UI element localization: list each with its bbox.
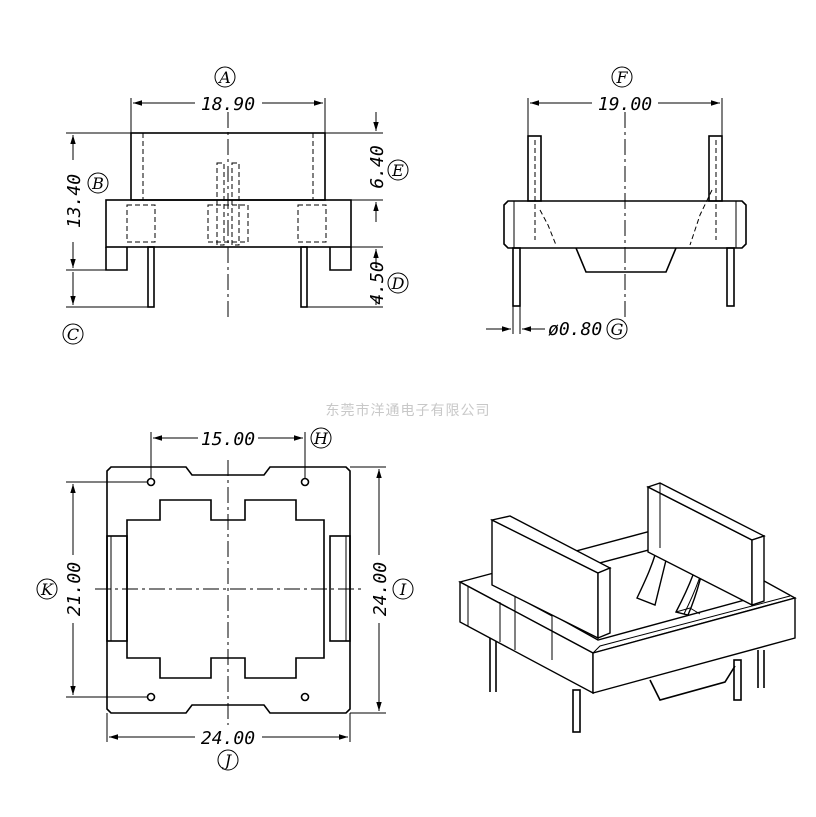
label-d: D: [391, 274, 405, 293]
bottom-view: 15.00 H 21.00 K 24.00 I 24.00 J: [36, 427, 414, 771]
dim-b-value: 13.40: [64, 174, 85, 228]
label-e: E: [391, 161, 404, 180]
label-b: B: [91, 174, 104, 193]
dim-a-value: 18.90: [201, 94, 255, 115]
front-view: 18.90 A 13.40 B C 6.40 E 4.50 D: [62, 66, 409, 345]
dim-g-value: ø0.80: [548, 319, 602, 340]
dim-j-value: 24.00: [201, 728, 255, 749]
company-watermark: 东莞市洋通电子有限公司: [326, 402, 491, 419]
label-f: F: [615, 68, 628, 87]
label-a: A: [217, 68, 231, 87]
label-h: H: [313, 429, 329, 448]
dim-i-value: 24.00: [370, 562, 391, 616]
label-i: I: [399, 580, 407, 599]
label-j: J: [222, 751, 233, 770]
dim-h-value: 15.00: [201, 429, 255, 450]
label-c: C: [67, 325, 79, 344]
label-g: G: [611, 320, 624, 339]
dim-e-value: 6.40: [367, 145, 388, 188]
dim-f-value: 19.00: [598, 94, 652, 115]
dim-k-value: 21.00: [64, 562, 85, 616]
side-view: 19.00 F ø0.80 G: [486, 66, 747, 340]
isometric-view: [458, 482, 797, 733]
label-k: K: [40, 580, 54, 599]
dim-d-value: 4.50: [367, 261, 388, 304]
